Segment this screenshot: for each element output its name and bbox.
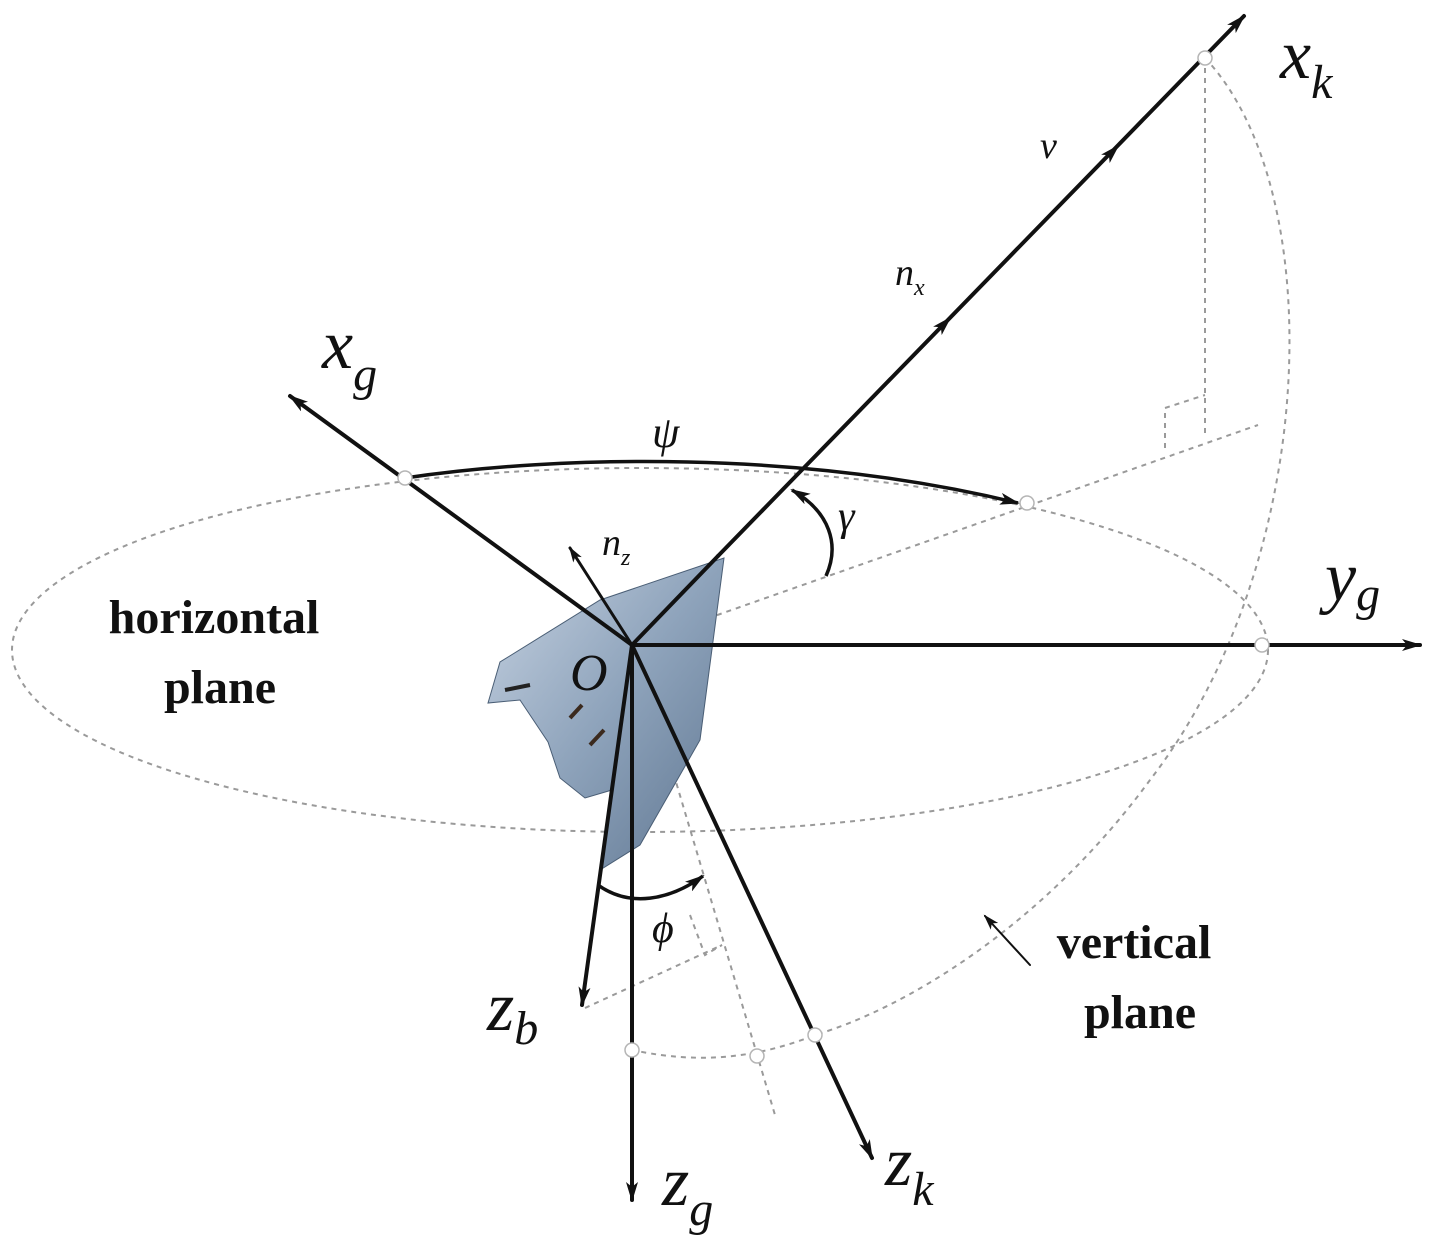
phi-right-angle-mark xyxy=(689,914,723,957)
nx-label: nx xyxy=(895,252,925,301)
nz-label: nz xyxy=(602,522,631,571)
zb-label: zb xyxy=(486,969,538,1055)
stealth-aircraft-icon xyxy=(487,557,725,871)
zb-axis xyxy=(578,643,634,1007)
right-angle-mark xyxy=(1164,394,1206,448)
xk-axis-inner xyxy=(630,554,720,647)
yg-label: yg xyxy=(1319,539,1380,621)
vertical-plane-arc xyxy=(631,57,1291,1059)
gamma-label: γ xyxy=(838,494,856,540)
phi-label: ϕ xyxy=(652,906,674,952)
xg-axis xyxy=(288,394,634,647)
node-xg-horizontal xyxy=(397,470,413,486)
zk-label: zk xyxy=(884,1124,935,1216)
v-label: v xyxy=(1040,125,1057,167)
node-xk-top xyxy=(1197,50,1213,66)
node-guide-vertical xyxy=(749,1048,765,1064)
gamma-arc xyxy=(790,488,834,577)
horizontal-plane-label: horizontal plane xyxy=(109,591,332,714)
zb-guide-line xyxy=(584,944,723,1009)
nz-vector xyxy=(568,546,634,647)
origin-label: O xyxy=(570,645,608,702)
vertical-plane-pointer xyxy=(983,914,1031,966)
xk-label: xk xyxy=(1279,17,1334,109)
node-yg-horizontal xyxy=(1254,637,1270,653)
node-psi-end xyxy=(1019,495,1035,511)
xg-label: xg xyxy=(321,307,377,401)
horizontal-projection-line xyxy=(631,424,1259,646)
node-zk-vertical xyxy=(807,1027,823,1043)
phi-arc xyxy=(596,874,705,901)
psi-label: ψ xyxy=(652,408,680,457)
vertical-plane-label: vertical plane xyxy=(1057,916,1224,1039)
xk-axis xyxy=(716,14,1246,558)
zk-axis xyxy=(630,643,874,1160)
zg-label: zg xyxy=(661,1144,713,1236)
psi-arc xyxy=(404,459,1020,505)
horizontal-plane-ellipse xyxy=(11,467,1269,833)
node-zg-vertical xyxy=(624,1042,640,1058)
